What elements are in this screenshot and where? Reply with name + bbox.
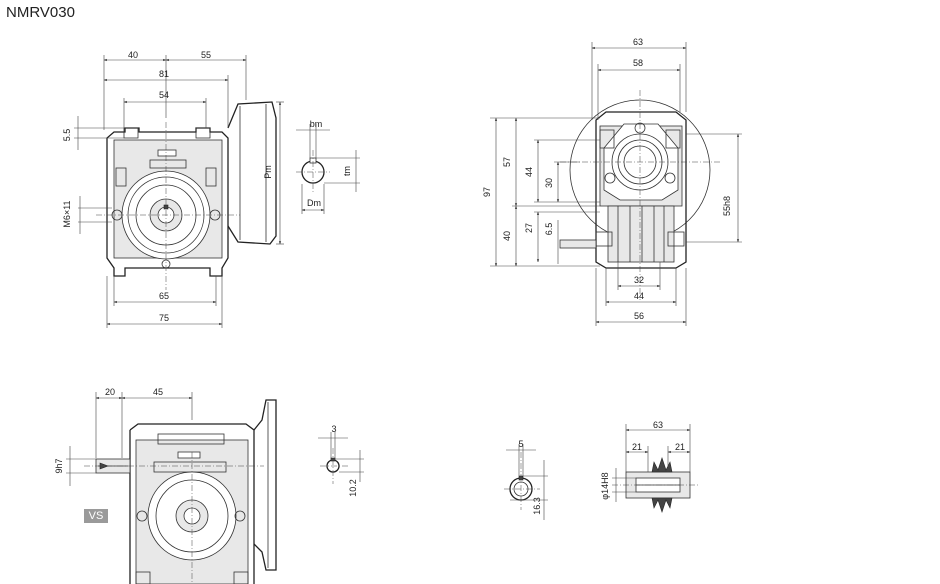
key-detail-dm: bm tm Dm: [296, 119, 360, 214]
dim-dm: Dm: [307, 198, 321, 208]
dim-16-3: 16.3: [532, 497, 542, 515]
dim-5: 5: [518, 439, 523, 449]
dim-14h8: φ14H8: [600, 472, 610, 499]
dim-56: 56: [634, 311, 644, 321]
dim-81: 81: [159, 69, 169, 79]
dim-55h8: 55h8: [722, 196, 732, 216]
dim-63: 63: [633, 37, 643, 47]
dim-6-5: 6.5: [544, 223, 554, 236]
vs-badge: VS: [84, 509, 108, 523]
dim-21-left: 21: [632, 442, 642, 452]
dim-3: 3: [331, 424, 336, 434]
dim-pm: Pm: [263, 165, 273, 179]
dim-27: 27: [524, 223, 534, 233]
dim-9h7: 9h7: [54, 458, 64, 473]
dim-5-5: 5.5: [62, 129, 72, 142]
dim-10-2: 10.2: [348, 479, 358, 497]
hollow-shaft-detail: 63 21 21 φ14H8: [600, 420, 700, 513]
dim-40: 40: [128, 50, 138, 60]
dim-75: 75: [159, 313, 169, 323]
dim-58: 58: [633, 58, 643, 68]
dim-63-shaft: 63: [653, 420, 663, 430]
dim-32: 32: [634, 275, 644, 285]
dim-65: 65: [159, 291, 169, 301]
output-key-detail: 5 16.3: [504, 439, 548, 520]
vs-view: 20 45 9h7: [54, 387, 277, 584]
dim-44-side: 44: [524, 167, 534, 177]
dim-20: 20: [105, 387, 115, 397]
dim-bm: bm: [310, 119, 323, 129]
dim-m6x11: M6×11: [62, 200, 72, 227]
side-view: 63 58 97 57 40 44 30 27 6.5 55h8: [482, 37, 742, 326]
dim-45: 45: [153, 387, 163, 397]
front-view: 40 55 81 54 5.5 M6×11 Pm 65 75: [62, 50, 284, 328]
dim-40-side: 40: [502, 231, 512, 241]
vs-key-detail: 3 10.2: [318, 424, 364, 497]
dim-tm: tm: [342, 166, 352, 176]
dim-30: 30: [544, 178, 554, 188]
page-title: NMRV030: [6, 4, 75, 21]
dim-54: 54: [159, 90, 169, 100]
dim-21-right: 21: [675, 442, 685, 452]
dim-97: 97: [482, 187, 492, 197]
dim-55: 55: [201, 50, 211, 60]
dim-44-bottom: 44: [634, 291, 644, 301]
dim-57: 57: [502, 157, 512, 167]
